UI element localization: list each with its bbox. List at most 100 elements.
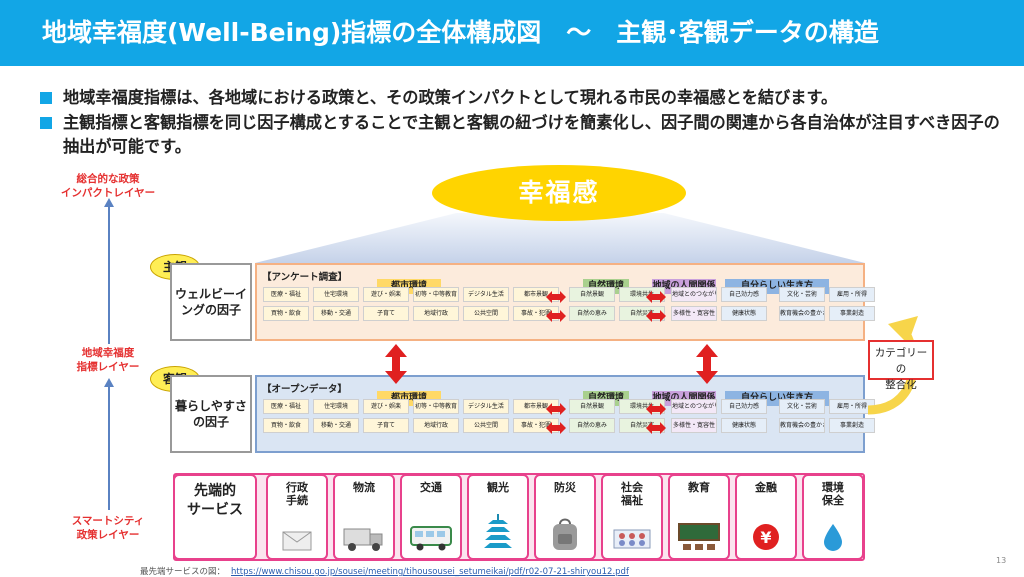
- factor-cell: 住宅環境: [313, 287, 359, 302]
- footer-source: 最先端サービスの図：https://www.chisou.go.jp/souse…: [140, 565, 629, 577]
- layer-label-smartcity-policy: スマートシティ 政策レイヤー: [71, 515, 145, 541]
- factor-cell: 初等・中等教育: [413, 399, 459, 414]
- service-card: 防災: [534, 474, 596, 560]
- factor-cell: 多様性・寛容性: [671, 306, 717, 321]
- connector-arrow-icon: [646, 310, 666, 322]
- layer-axis-line: [108, 206, 110, 344]
- connector-arrow-icon: [646, 291, 666, 303]
- bullet-item: 地域幸福度指標は、各地域における政策と、その政策インパクトとして現れる市民の幸福…: [40, 86, 1000, 110]
- factor-cell: 地域とのつながり: [671, 399, 717, 414]
- connector-arrow-icon: [646, 403, 666, 415]
- service-label: 防災: [554, 481, 576, 494]
- factor-cell: 医療・福祉: [263, 399, 309, 414]
- service-label: 行政 手続: [286, 481, 308, 507]
- factor-cell: 自己効力感: [721, 399, 767, 414]
- up-arrow-icon: [104, 198, 114, 207]
- factor-cell: 健康状態: [721, 418, 767, 433]
- factor-cell: 買物・飲食: [263, 418, 309, 433]
- service-label: 社会 福祉: [621, 481, 643, 507]
- svg-text:¥: ¥: [760, 528, 771, 547]
- panel-title: 【アンケート調査】: [262, 272, 348, 283]
- service-card: 交通: [400, 474, 462, 560]
- up-arrow-icon: [104, 378, 114, 387]
- factor-cell: 文化・芸術: [779, 399, 825, 414]
- layer-label-policy-impact: 総合的な政策 インパクトレイヤー: [60, 173, 156, 199]
- pills-icon: [603, 514, 661, 552]
- service-label: 交通: [420, 481, 442, 494]
- factor-cell: デジタル生活: [463, 399, 509, 414]
- service-card: 教育: [668, 474, 730, 560]
- link-double-arrow-icon: [385, 344, 407, 384]
- factor-cell: 遊び・娯楽: [363, 399, 409, 414]
- truck-icon: [335, 514, 393, 552]
- connector-arrow-icon: [546, 403, 566, 415]
- service-card: 社会 福祉: [601, 474, 663, 560]
- layer-label-wellbeing-indicator: 地域幸福度 指標レイヤー: [76, 347, 140, 373]
- link-double-arrow-icon: [696, 344, 718, 384]
- wellbeing-factor-label: ウェルビーイ ングの因子: [170, 263, 252, 341]
- bullet-item: 主観指標と客観指標を同じ因子構成とすることで主観と客観の紐づけを簡素化し、因子間…: [40, 111, 1000, 159]
- service-label: 物流: [353, 481, 375, 494]
- factor-cell: 公共空間: [463, 306, 509, 321]
- factor-cell: 住宅環境: [313, 399, 359, 414]
- service-card: 環境 保全: [802, 474, 864, 560]
- factor-cell: 教育機会の豊かさ: [779, 418, 825, 433]
- page-number: 13: [996, 556, 1007, 565]
- factor-cell: 移動・交通: [313, 306, 359, 321]
- factor-cell: 自然景観: [569, 399, 615, 414]
- factor-cell: 自然景観: [569, 287, 615, 302]
- bullet-square-icon: [40, 92, 52, 104]
- backpack-icon: [536, 514, 594, 552]
- connector-arrow-icon: [546, 291, 566, 303]
- layer-axis-line: [108, 386, 110, 510]
- bullet-text: 主観指標と客観指標を同じ因子構成とすることで主観と客観の紐づけを簡素化し、因子間…: [63, 113, 1000, 156]
- bullet-text: 地域幸福度指標は、各地域における政策と、その政策インパクトとして現れる市民の幸福…: [63, 88, 838, 107]
- factor-cell: 自己効力感: [721, 287, 767, 302]
- factor-cell: 医療・福祉: [263, 287, 309, 302]
- factor-cell: 地域とのつながり: [671, 287, 717, 302]
- page-title: 地域幸福度(Well-Being)指標の全体構成図 ～ 主観･客観データの構造: [0, 0, 1024, 66]
- factor-cell: デジタル生活: [463, 287, 509, 302]
- factor-cell: 自然の恵み: [569, 306, 615, 321]
- factor-cell: 地域行政: [413, 306, 459, 321]
- factor-cell: 事業創造: [829, 306, 875, 321]
- connector-arrow-icon: [646, 422, 666, 434]
- factor-cell: 文化・芸術: [779, 287, 825, 302]
- factor-cell: 多様性・寛容性: [671, 418, 717, 433]
- happiness-ellipse: 幸福感: [432, 165, 686, 221]
- factor-cell: 教育機会の豊かさ: [779, 306, 825, 321]
- factor-cell: 健康状態: [721, 306, 767, 321]
- factor-cell: 自然の恵み: [569, 418, 615, 433]
- livability-factor-label: 暮らしやすさ の因子: [170, 375, 252, 453]
- yen-icon: ¥: [737, 514, 795, 552]
- pagoda-icon: [469, 514, 527, 552]
- factor-cell: 子育て: [363, 418, 409, 433]
- bullet-list: 地域幸福度指標は、各地域における政策と、その政策インパクトとして現れる市民の幸福…: [40, 86, 1000, 160]
- factor-cell: 買物・飲食: [263, 306, 309, 321]
- factor-cell: 雇用・所得: [829, 399, 875, 414]
- connector-arrow-icon: [546, 422, 566, 434]
- footer-source-link[interactable]: https://www.chisou.go.jp/sousei/meeting/…: [231, 567, 629, 577]
- open-data-panel: 【オープンデータ】 都市環境 自然環境 地域の人間関係 自分らしい生き方 医療・…: [255, 375, 875, 453]
- advanced-services-label: 先端的 サービス: [173, 474, 257, 560]
- envelope-icon: [268, 514, 326, 552]
- service-card: 物流: [333, 474, 395, 560]
- factor-cell: 公共空間: [463, 418, 509, 433]
- water-drop-icon: [804, 514, 862, 552]
- service-label: 金融: [755, 481, 777, 494]
- bullet-square-icon: [40, 117, 52, 129]
- service-card: 行政 手続: [266, 474, 328, 560]
- factor-cell: 子育て: [363, 306, 409, 321]
- blackboard-icon: [670, 514, 728, 552]
- survey-panel: 【アンケート調査】 都市環境 自然環境 地域の人間関係 自分らしい生き方 医療・…: [255, 263, 875, 341]
- factor-cell: 雇用・所得: [829, 287, 875, 302]
- service-card: 金融 ¥: [735, 474, 797, 560]
- service-label: 教育: [688, 481, 710, 494]
- factor-cell: 初等・中等教育: [413, 287, 459, 302]
- service-label: 観光: [487, 481, 509, 494]
- panel-title: 【オープンデータ】: [262, 384, 347, 395]
- factor-cell: 地域行政: [413, 418, 459, 433]
- bus-icon: [402, 514, 460, 552]
- factor-cell: 移動・交通: [313, 418, 359, 433]
- category-integration-box: カテゴリーの 整合化: [868, 340, 934, 391]
